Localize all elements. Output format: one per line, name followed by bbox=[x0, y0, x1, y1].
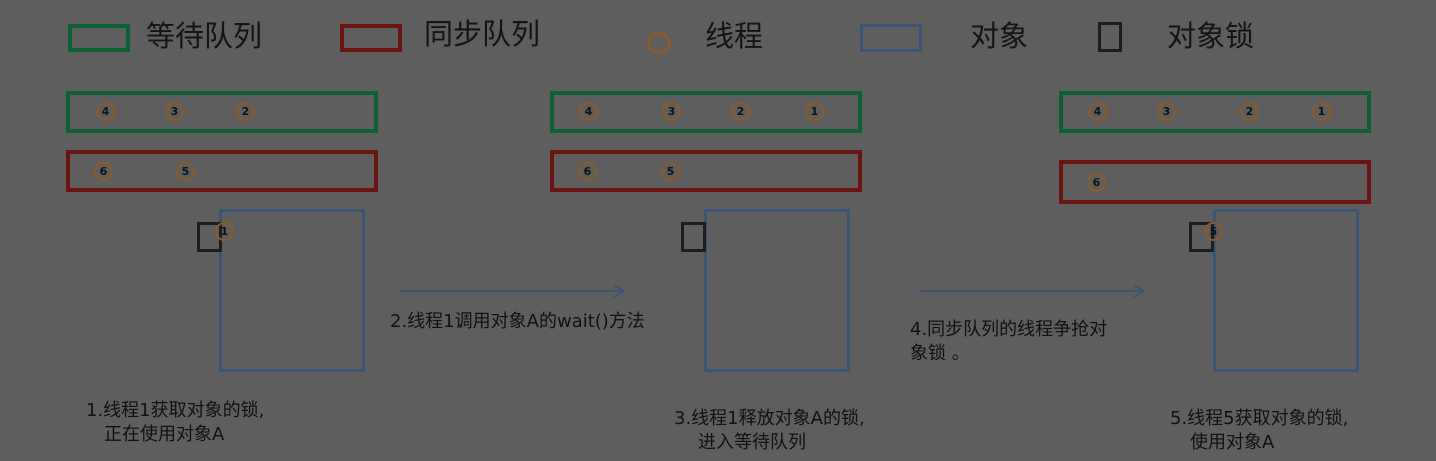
legend-wait-queue-label: 等待队列 bbox=[146, 19, 263, 53]
transition-label-line: 2.线程1调用对象A的wait()方法 bbox=[390, 311, 645, 332]
legend-thread-swatch bbox=[647, 32, 671, 54]
wait-queue bbox=[550, 91, 862, 133]
thread-circle: 2 bbox=[236, 102, 255, 121]
thread-circle: 3 bbox=[165, 102, 184, 121]
sync-queue bbox=[550, 150, 862, 192]
thread-circle: 4 bbox=[1088, 102, 1107, 121]
stage-caption: 3.线程1释放对象A的锁, 进入等待队列 bbox=[674, 407, 865, 455]
object-lock bbox=[681, 222, 706, 252]
wait-queue bbox=[1059, 91, 1371, 133]
thread-circle: 5 bbox=[176, 162, 195, 181]
caption-line: 5.线程5获取对象的锁, bbox=[1170, 408, 1349, 429]
transition-label-2: 4.同步队列的线程争抢对 象锁 。 bbox=[910, 318, 1107, 366]
transition-label-line: 4.同步队列的线程争抢对 bbox=[910, 319, 1108, 340]
thread-circle: 5 bbox=[661, 162, 680, 181]
sync-queue bbox=[1059, 160, 1371, 204]
caption-line: 进入等待队列 bbox=[698, 432, 806, 453]
transition-arrow-1 bbox=[400, 284, 626, 298]
legend-object-label: 对象 bbox=[970, 19, 1029, 53]
object-a bbox=[219, 209, 365, 372]
thread-circle: 4 bbox=[96, 102, 115, 121]
object-a bbox=[1213, 209, 1359, 372]
sync-queue bbox=[66, 150, 378, 192]
caption-line: 使用对象A bbox=[1190, 432, 1275, 453]
stage-caption: 5.线程5获取对象的锁, 使用对象A bbox=[1170, 407, 1348, 455]
thread-circle: 5 bbox=[1204, 222, 1223, 241]
legend-wait-queue-swatch bbox=[68, 24, 130, 52]
stage-caption: 1.线程1获取对象的锁, 正在使用对象A bbox=[86, 399, 264, 447]
thread-circle: 1 bbox=[1312, 102, 1331, 121]
thread-circle: 6 bbox=[1087, 173, 1106, 192]
thread-circle: 6 bbox=[94, 162, 113, 181]
transition-arrow-2 bbox=[920, 284, 1146, 298]
legend-thread-label: 线程 bbox=[705, 19, 764, 53]
wait-queue bbox=[66, 91, 378, 133]
thread-circle: 2 bbox=[1240, 102, 1259, 121]
transition-label-line: 象锁 。 bbox=[910, 343, 970, 364]
thread-circle: 2 bbox=[731, 102, 750, 121]
legend-lock-label: 对象锁 bbox=[1167, 19, 1255, 53]
thread-circle: 1 bbox=[805, 102, 824, 121]
caption-line: 1.线程1获取对象的锁, bbox=[86, 400, 265, 421]
transition-label-1: 2.线程1调用对象A的wait()方法 bbox=[390, 310, 645, 334]
object-a bbox=[704, 209, 850, 372]
caption-line: 3.线程1释放对象A的锁, bbox=[674, 408, 865, 429]
thread-circle: 1 bbox=[215, 222, 234, 241]
thread-circle: 4 bbox=[579, 102, 598, 121]
thread-circle: 3 bbox=[662, 102, 681, 121]
thread-circle: 6 bbox=[578, 162, 597, 181]
legend-sync-queue-label: 同步队列 bbox=[424, 17, 541, 51]
legend-lock-swatch bbox=[1098, 22, 1122, 52]
thread-circle: 3 bbox=[1157, 102, 1176, 121]
caption-line: 正在使用对象A bbox=[104, 424, 225, 445]
legend-sync-queue-swatch bbox=[340, 24, 402, 52]
legend-object-swatch bbox=[860, 24, 922, 52]
